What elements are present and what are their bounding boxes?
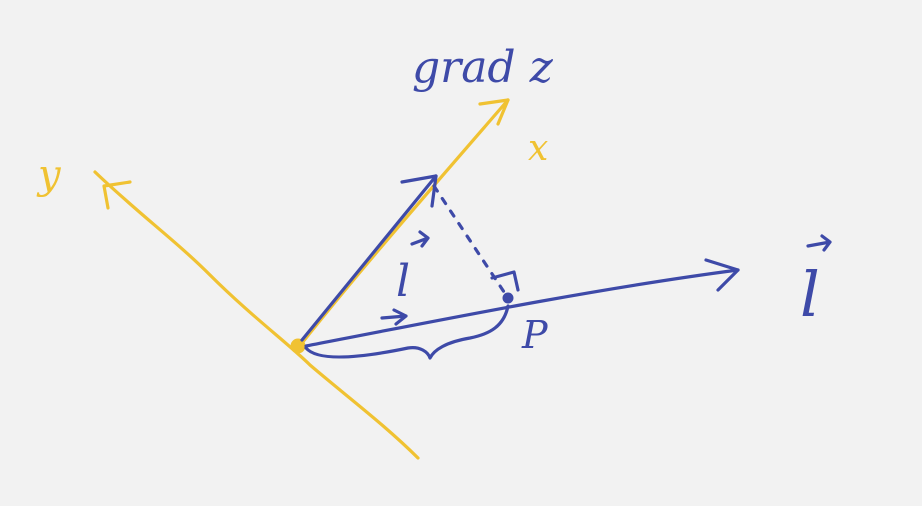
y-axis-arrowhead	[102, 180, 132, 210]
grad-label: grad z	[412, 42, 554, 93]
projection-brace	[304, 304, 510, 360]
projection-point-dot	[502, 292, 514, 304]
vector-l-label-arrow	[806, 234, 832, 252]
gradient-vector-line	[300, 174, 438, 342]
x-axis-arrowhead	[478, 98, 510, 126]
point-p-label: P	[521, 313, 549, 357]
y-axis-label: y	[36, 152, 62, 198]
y-axis-line	[93, 170, 420, 460]
right-angle-mark	[490, 270, 520, 292]
gradient-vector-arrowhead	[400, 174, 438, 208]
unit-vector-label-arrow	[410, 230, 430, 248]
projection-dashed-line	[432, 184, 510, 300]
direction-vector-line	[304, 268, 740, 348]
vector-l-label: l	[800, 258, 820, 331]
direction-vector-arrowhead	[704, 258, 740, 292]
unit-vector-arrow	[380, 308, 408, 326]
x-axis-label: x	[528, 128, 548, 169]
x-axis-line	[300, 98, 510, 345]
unit-vector-label: l	[396, 256, 410, 307]
